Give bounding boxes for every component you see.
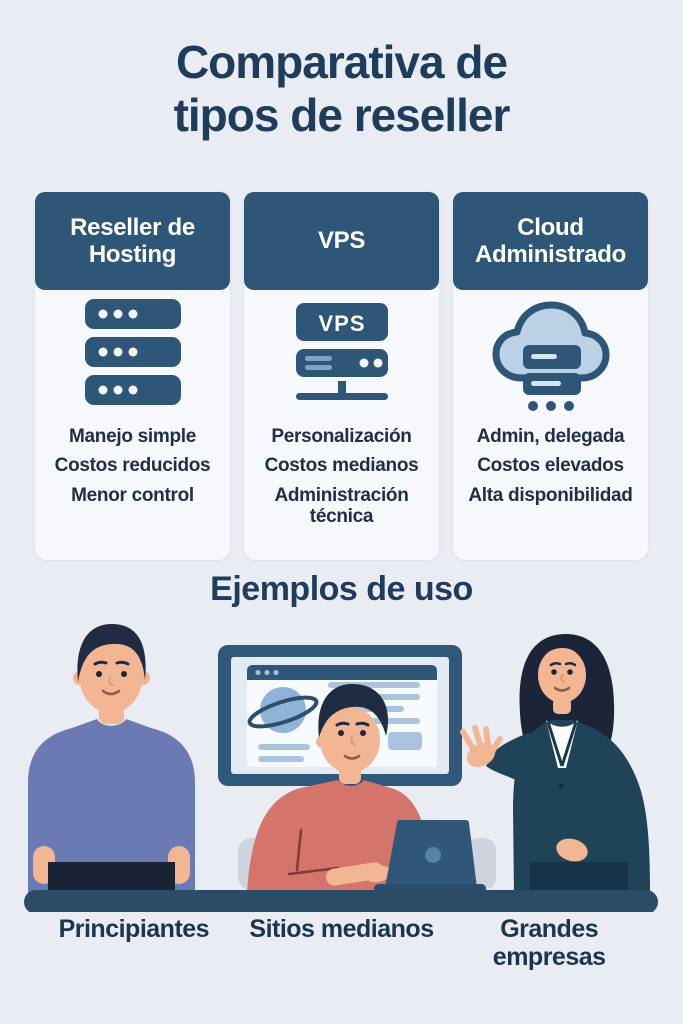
browser-bar	[247, 665, 437, 680]
feature-item: Costos reducidos	[54, 455, 211, 477]
raised-hand	[460, 725, 503, 767]
example-label-medium-sites: Sitios medianos	[249, 915, 434, 943]
vps-icon-label: VPS	[318, 311, 365, 336]
blazer	[513, 720, 650, 894]
example-label-large-companies: Grandes empresas	[492, 915, 606, 971]
managed-cloud-icon	[481, 290, 621, 418]
card-cloud-administrado: Cloud Administrado Admin, delegada Costo…	[453, 192, 648, 560]
desk-bar	[24, 890, 658, 912]
feature-item: Admin, delegada	[476, 426, 625, 447]
hair-bangs	[537, 635, 587, 670]
tshirt	[28, 719, 195, 894]
card-reseller-hosting: Reseller de Hosting Manejo simple Costos…	[35, 192, 230, 560]
examples-illustration	[24, 624, 658, 912]
card-header-label: Cloud Administrado	[474, 213, 627, 268]
feature-item: Administración técnica	[274, 484, 409, 527]
card-vps: VPS VPS Personalización Costos medianos …	[244, 192, 439, 560]
page-title-line-2: tipos de reseller	[173, 89, 511, 142]
server-stack-icon	[63, 290, 203, 418]
planet-icon	[247, 687, 319, 733]
feature-item: Manejo simple	[68, 426, 197, 447]
example-labels: Principiantes Sitios medianos Grandes em…	[30, 915, 653, 971]
card-vps-header: VPS	[244, 192, 439, 290]
server-stack-icon-svg	[84, 299, 181, 405]
page-title-line-1: Comparativa de	[175, 36, 508, 88]
feature-list: Personalización Costos medianos Administ…	[244, 418, 439, 535]
examples-heading: Ejemplos de uso	[210, 570, 473, 608]
hair	[77, 624, 146, 682]
feature-item: Menor control	[71, 484, 194, 506]
card-header-label: Reseller de Hosting	[70, 213, 195, 268]
white-top	[546, 720, 578, 768]
card-header-label: VPS	[317, 227, 366, 255]
comparison-cards: Reseller de Hosting Manejo simple Costos…	[35, 192, 648, 560]
card-reseller-hosting-header: Reseller de Hosting	[35, 192, 230, 290]
feature-item: Personalización	[271, 426, 412, 447]
person-center-medium	[246, 684, 432, 912]
vps-server-icon: VPS	[272, 290, 412, 418]
page-title: Comparativa de tipos de reseller	[0, 36, 683, 143]
hair	[318, 684, 389, 738]
feature-list: Admin, delegada Costos elevados Alta dis…	[453, 418, 648, 514]
feature-list: Manejo simple Costos reducidos Menor con…	[35, 418, 230, 514]
feature-item: Costos medianos	[264, 455, 419, 477]
feature-item: Alta disponibilidad	[468, 484, 633, 506]
raised-arm	[486, 730, 546, 786]
vps-server-icon-svg: VPS	[295, 303, 388, 400]
person-left-beginner	[28, 624, 195, 896]
managed-cloud-icon-svg	[492, 301, 609, 411]
card-cloud-header: Cloud Administrado	[453, 192, 648, 290]
waist-hand	[556, 838, 588, 862]
example-label-beginners: Principiantes	[58, 915, 210, 943]
person-right-enterprise	[460, 634, 650, 896]
feature-item: Costos elevados	[477, 455, 624, 477]
